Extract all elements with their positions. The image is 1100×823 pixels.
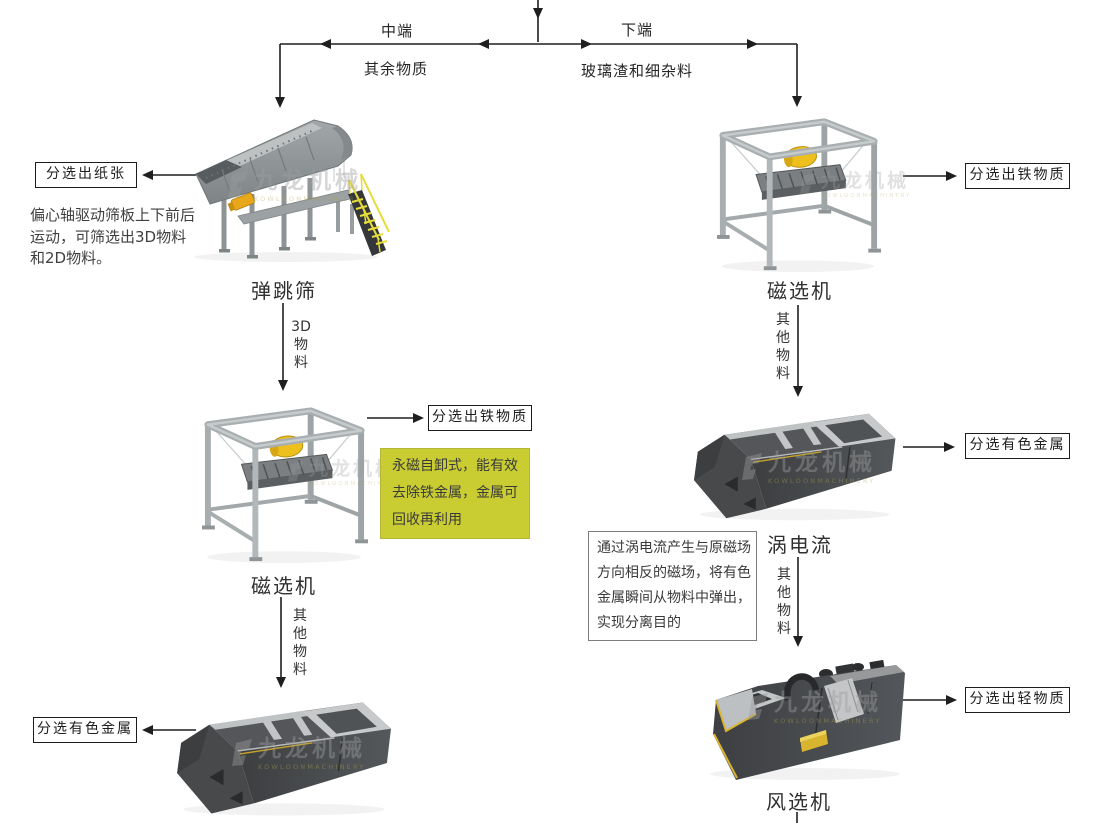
note-eddy-current: 通过涡电流产生与原磁场 方向相反的磁场，将有色 金属瞬间从物料中弹出， 实现分离… xyxy=(588,531,757,641)
machine-name-eddy: 涡电流 xyxy=(767,533,833,557)
description-bounce-sieve: 偏心轴驱动筛板上下前后 运动，可筛选出3D物料 和2D物料。 xyxy=(30,206,196,267)
output-box-paper: 分选出纸张 xyxy=(35,162,137,188)
note-magnetic-separator: 永磁自卸式，能有效 去除铁金属，金属可 回收再利用 xyxy=(380,448,530,539)
output-box-nonferrous-left: 分选有色金属 xyxy=(33,717,137,743)
flow-label-other-right2: 其 他 物 料 xyxy=(777,567,791,637)
brand-logo-icon xyxy=(800,172,816,194)
brand-logo-icon xyxy=(748,693,768,720)
flow-label-other-left: 其 他 物 料 xyxy=(293,608,307,678)
stream-label-left: 其余物质 xyxy=(363,60,428,78)
flow-label-3d-material: 3D 物 料 xyxy=(291,319,311,371)
flow-label-other-right1: 其 他 物 料 xyxy=(776,312,790,382)
machine-name-magnetic-left: 磁选机 xyxy=(251,574,317,598)
brand-logo-icon xyxy=(228,171,248,198)
output-box-iron-right: 分选出铁物质 xyxy=(965,163,1070,189)
brand-logo-icon xyxy=(288,460,304,482)
output-box-iron-left: 分选出铁物质 xyxy=(428,405,532,431)
stream-label-right: 玻璃渣和细杂料 xyxy=(580,62,693,80)
branch-label-lower: 下端 xyxy=(620,21,653,39)
machine-name-bounce-sieve: 弹跳筛 xyxy=(251,279,317,303)
brand-logo-icon xyxy=(232,739,252,766)
machine-name-magnetic-right: 磁选机 xyxy=(767,279,833,303)
branch-label-middle: 中端 xyxy=(380,22,413,40)
output-box-light-material: 分选出轻物质 xyxy=(965,687,1070,713)
machine-name-air-separator: 风选机 xyxy=(766,790,832,814)
output-box-nonferrous-right: 分选有色金属 xyxy=(965,433,1070,459)
brand-logo-icon xyxy=(742,453,762,480)
